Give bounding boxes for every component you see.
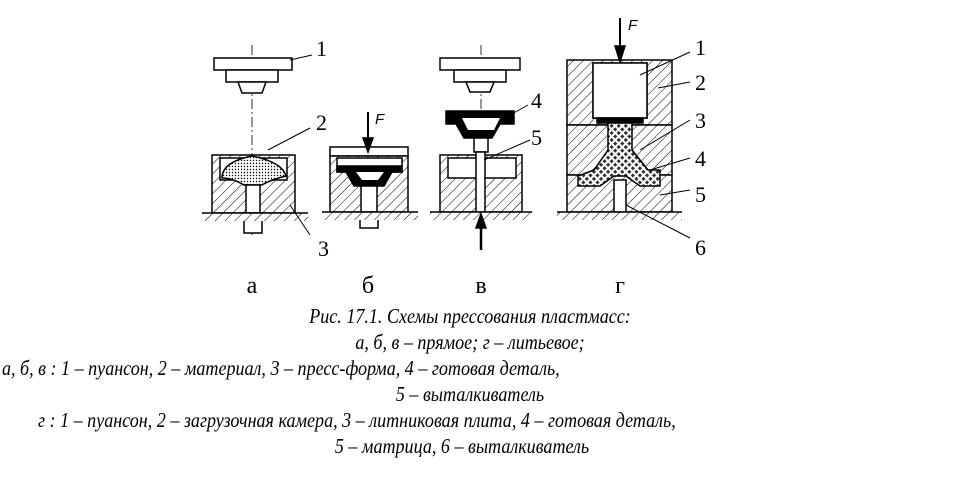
panel-letter-v: в: [475, 273, 486, 299]
panel-a: [202, 45, 313, 236]
punch: [213, 57, 293, 71]
panel-letter-g: г: [615, 273, 625, 299]
ejector: [475, 151, 486, 213]
label-v-5: 5: [531, 125, 542, 150]
caption-line-2: а, б, в – прямое; г – литьевое;: [355, 330, 585, 354]
panel-g: [557, 18, 691, 239]
label-g-4: 4: [695, 146, 706, 171]
pressing-schemes-diagram: 1 2 3 F 4 5 F 1 2 3 4 5 6 а б в г: [202, 17, 706, 299]
panel-letter-a: а: [247, 273, 258, 299]
label-a-2: 2: [316, 110, 327, 135]
caption-title: Рис. 17.1. Схемы прессования пластмасс:: [309, 304, 631, 328]
panel-v: [430, 45, 532, 250]
panel-b: [322, 112, 418, 229]
caption-line-5: г : 1 – пуансон, 2 – загрузочная камера,…: [38, 408, 676, 432]
panel-letter-b: б: [362, 273, 374, 299]
caption-line-3: а, б, в : 1 – пуансон, 2 – материал, 3 –…: [2, 356, 560, 380]
label-a-1: 1: [316, 36, 327, 61]
label-g-2: 2: [695, 70, 706, 95]
label-g-6: 6: [695, 235, 706, 260]
label-g-3: 3: [695, 108, 706, 133]
loading-chamber: [592, 62, 648, 119]
label-v-4: 4: [531, 88, 542, 113]
caption-line-6: 5 – матрица, 6 – выталкиватель: [334, 434, 590, 458]
label-g-5: 5: [695, 182, 706, 207]
label-a-3: 3: [318, 236, 329, 261]
force-label-g: F: [628, 17, 638, 34]
label-g-1: 1: [695, 35, 706, 60]
force-label-b: F: [375, 111, 385, 128]
caption-line-4: 5 – выталкиватель: [395, 382, 545, 406]
material: [221, 155, 287, 186]
